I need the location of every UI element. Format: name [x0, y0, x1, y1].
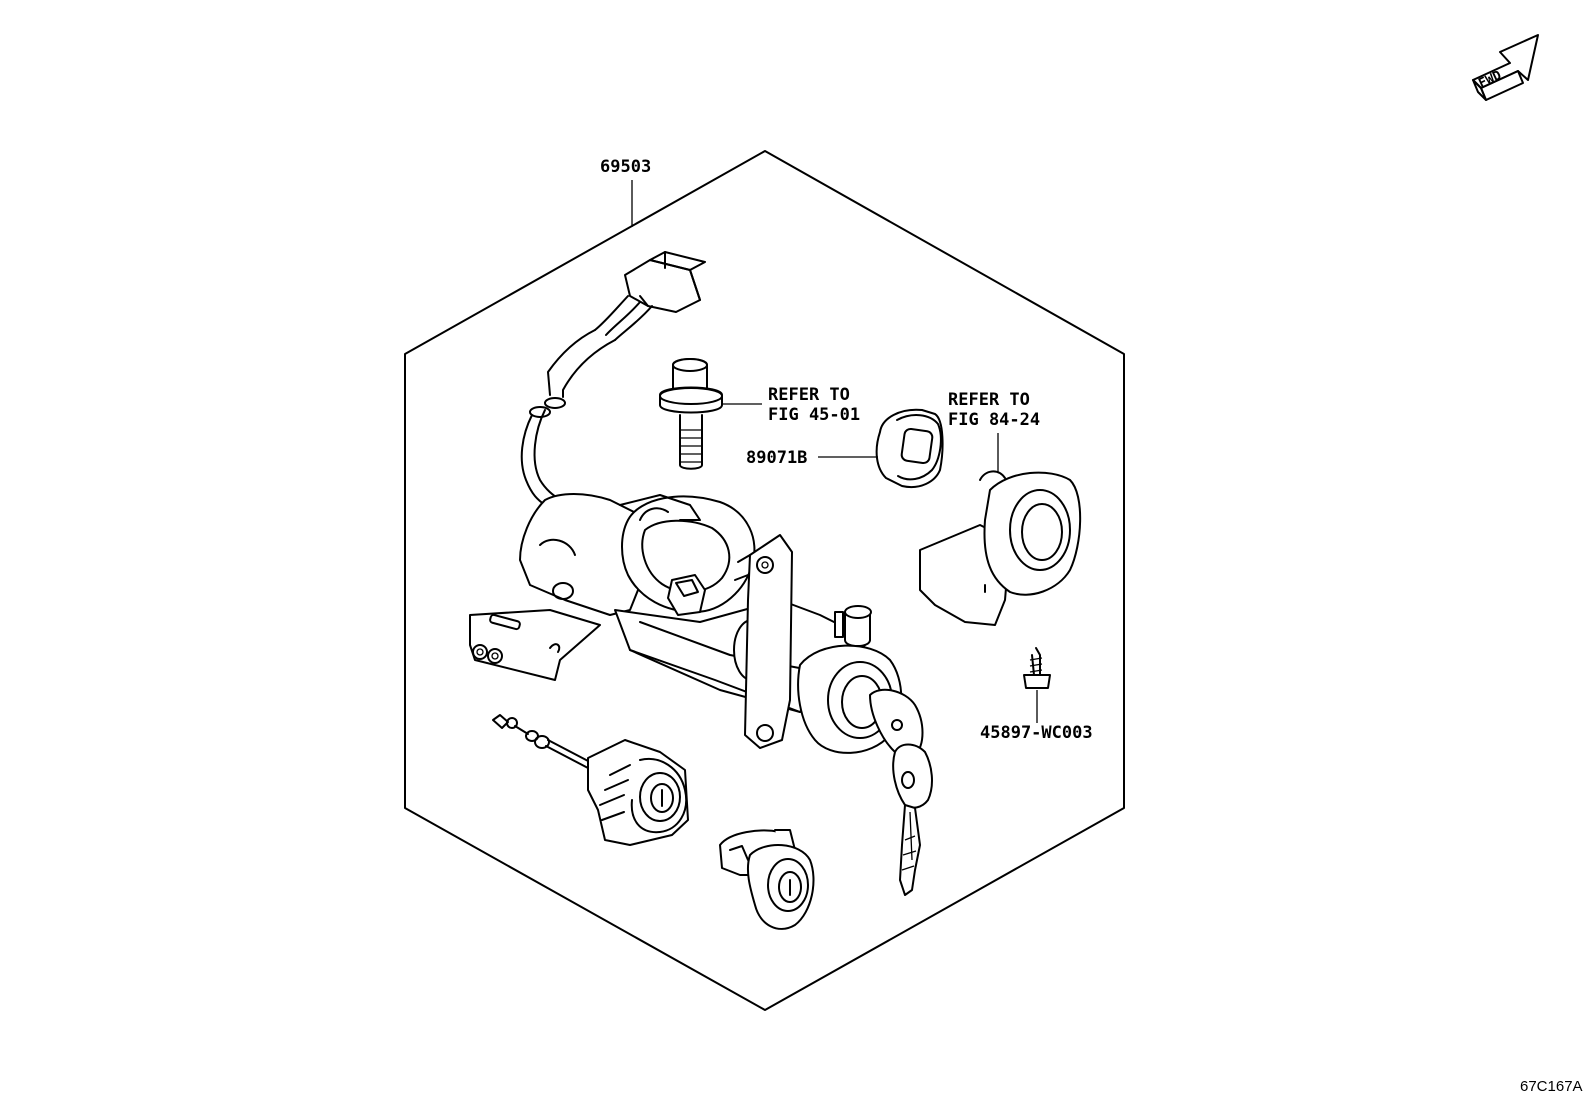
grommet-part-number: 89071B	[746, 448, 807, 468]
wire-harness	[520, 251, 706, 506]
key-icon	[869, 688, 933, 896]
diagram-code: 67C167A	[1520, 1078, 1583, 1095]
kit-outline	[404, 150, 1125, 1011]
door-lock-cylinder	[492, 714, 689, 846]
steering-lock-body	[469, 493, 903, 754]
small-lock-cylinder	[719, 829, 815, 930]
refer-fig-45-01-line1: REFER TO	[768, 385, 850, 405]
refer-fig-84-24-line2: FIG 84-24	[948, 410, 1040, 430]
cover-part	[919, 470, 1082, 626]
bolt-part	[659, 358, 723, 470]
kit-part-number: 69503	[600, 157, 651, 177]
screw-part-number: 45897-WC003	[980, 723, 1093, 743]
refer-fig-84-24-line1: REFER TO	[948, 390, 1030, 410]
grommet-part	[875, 408, 944, 488]
refer-fig-45-01-line2: FIG 45-01	[768, 405, 860, 425]
screw-part	[1023, 647, 1051, 689]
fwd-arrow-icon: FWD	[1472, 34, 1539, 101]
